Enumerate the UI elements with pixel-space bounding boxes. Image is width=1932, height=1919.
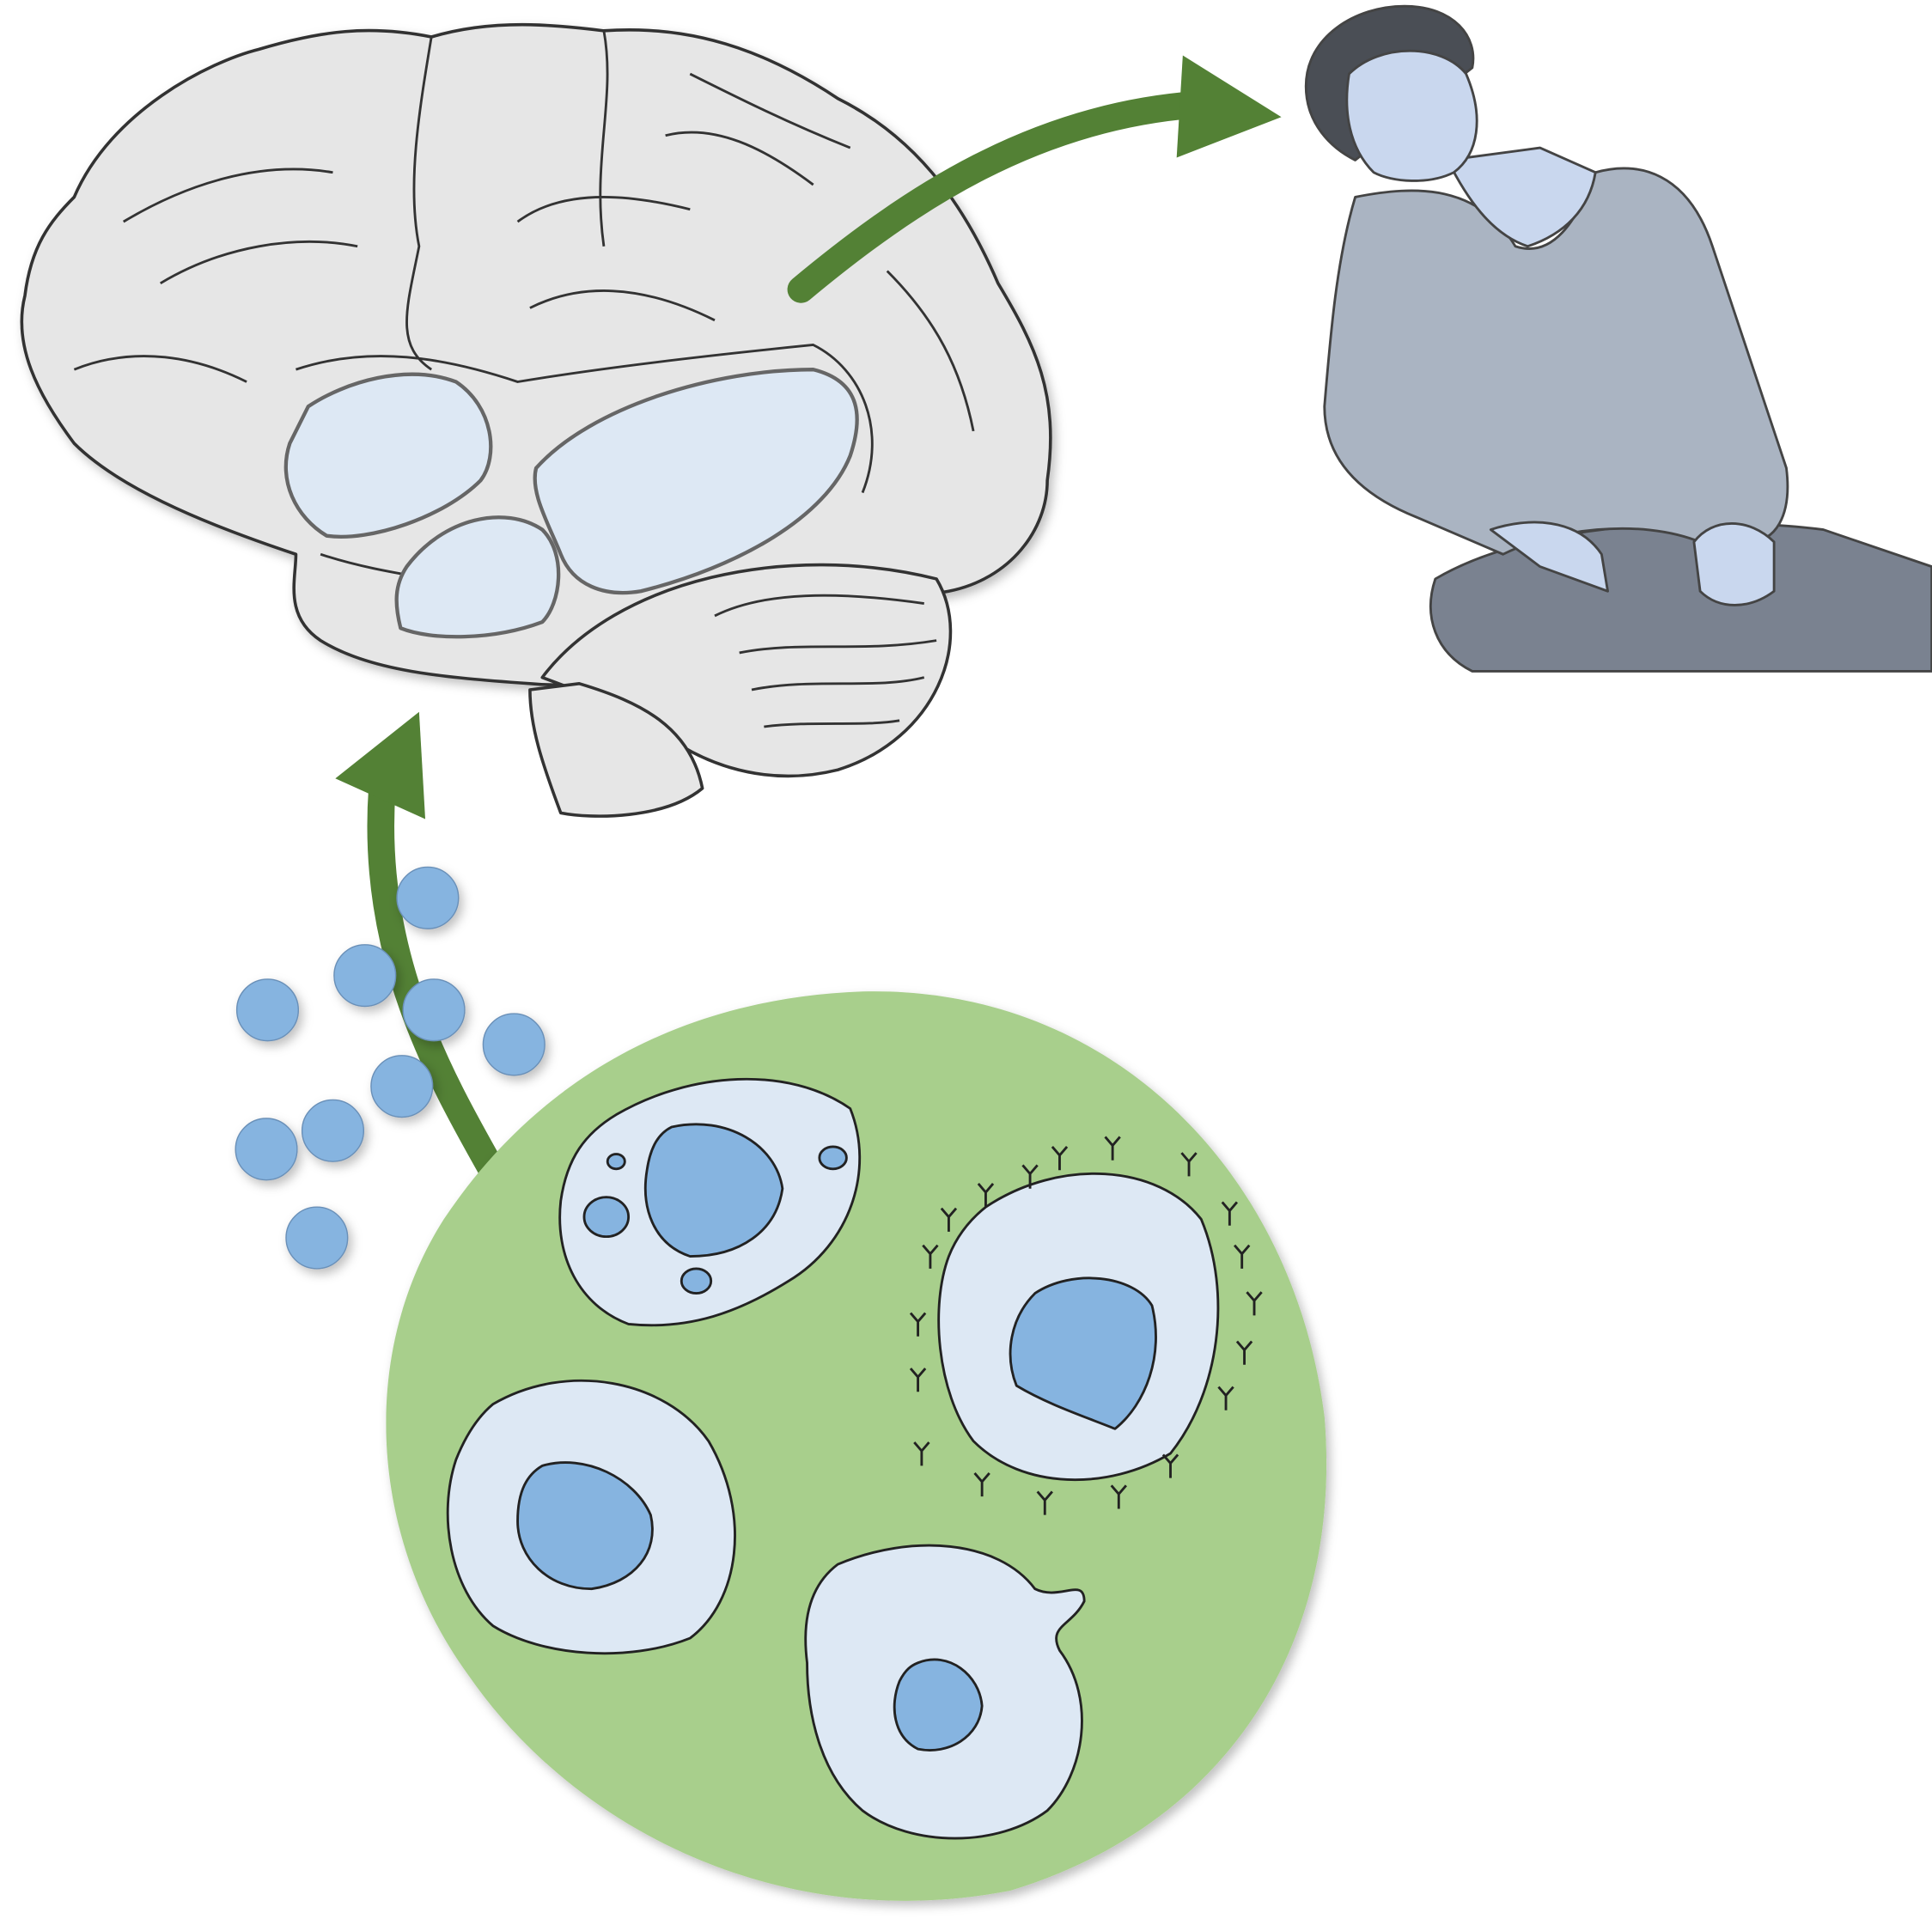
person-shirt (1323, 167, 1789, 556)
drowsy-person-illustration (1304, 4, 1932, 673)
person-hand-left (1489, 521, 1609, 593)
brain-highlight-regions (283, 368, 859, 639)
cell-2 (909, 1136, 1263, 1515)
molecule-dot (285, 1206, 349, 1270)
molecule-dot (402, 978, 466, 1042)
highlight-region-parietal (533, 368, 859, 595)
molecule-dot (482, 1013, 545, 1076)
cell-3 (446, 1379, 736, 1655)
molecule-dot (235, 978, 300, 1042)
molecule-dot (301, 1099, 365, 1162)
nucleus (1009, 1276, 1157, 1430)
arrowhead-right (1176, 55, 1282, 158)
brain-illustration (20, 22, 1052, 818)
antibody-markers (909, 1136, 1263, 1515)
highlight-region-temporal (394, 515, 561, 639)
molecule-dot (370, 1055, 434, 1118)
cell-4 (804, 1544, 1086, 1840)
immune-cells-illustration (386, 991, 1327, 1901)
highlight-region-frontal (283, 372, 493, 539)
nucleus (643, 1123, 784, 1258)
person-hand-right (1692, 522, 1776, 606)
person-neck (1446, 146, 1597, 248)
nucleus (516, 1461, 654, 1591)
arrow-to-person (787, 55, 1282, 303)
molecule-dot (396, 866, 460, 929)
person-face (1345, 49, 1478, 182)
molecule-dot (235, 1118, 298, 1181)
arrowhead-up (335, 711, 426, 819)
brain-stem (528, 682, 704, 818)
nucleus (893, 1658, 984, 1751)
molecule-dot (333, 944, 397, 1008)
molecule-dots (235, 866, 545, 1270)
cell-1 (558, 1077, 862, 1327)
